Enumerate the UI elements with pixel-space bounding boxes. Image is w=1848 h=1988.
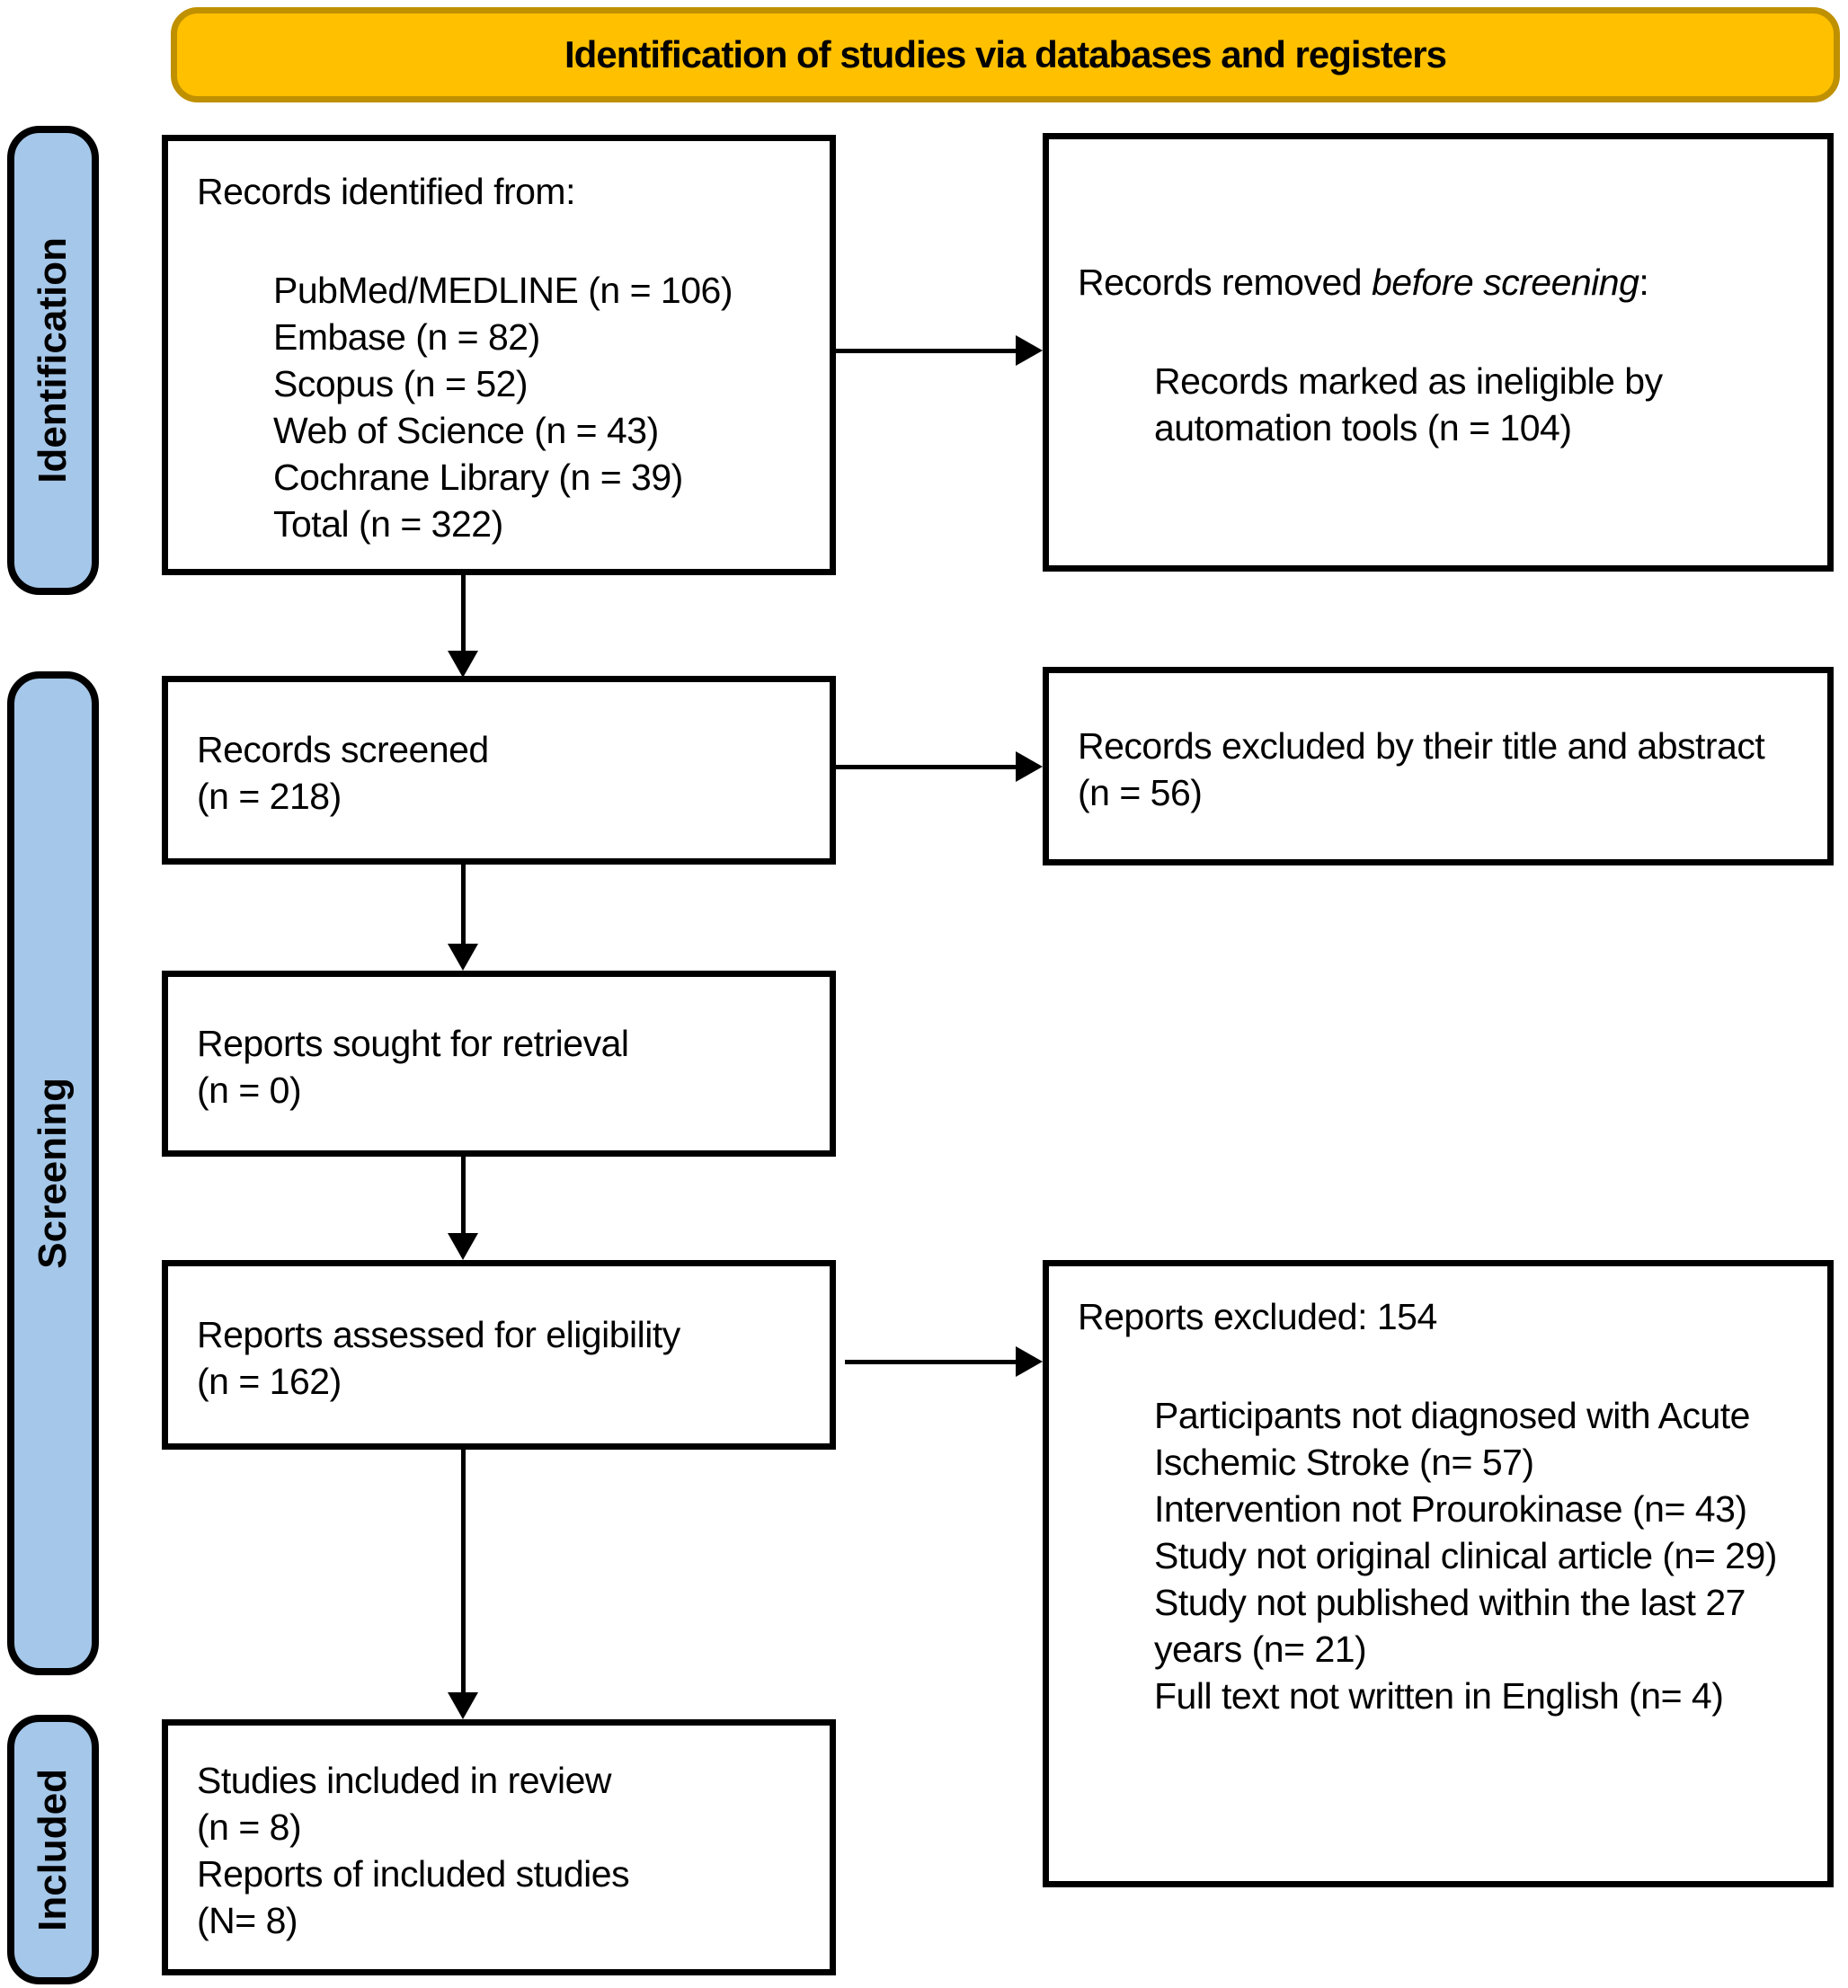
stage-bar-identification: Identification (7, 126, 99, 595)
arrow-line (461, 1157, 466, 1235)
studies-included-line1: Studies included in review (197, 1759, 612, 1801)
box-reports-sought: Reports sought for retrieval (n = 0) (162, 971, 836, 1157)
db-web-of-science: Web of Science (n = 43) (273, 410, 659, 451)
arrow-head-right-icon (1016, 751, 1043, 782)
box-studies-included: Studies included in review (n = 8) Repor… (162, 1719, 836, 1975)
box-records-screened: Records screened (n = 218) (162, 676, 836, 865)
box-records-excluded-content: Records excluded by their title and abst… (1049, 673, 1827, 859)
reports-sought-line1: Reports sought for retrieval (197, 1022, 629, 1064)
db-embase: Embase (n = 82) (273, 316, 540, 358)
stage-label-screening: Screening (31, 1078, 75, 1269)
arrow-head-down-icon (448, 651, 478, 678)
box-reports-excluded-content: Reports excluded: 154 Participants not d… (1049, 1266, 1827, 1881)
arrow-head-right-icon (1016, 1346, 1043, 1377)
box-reports-assessed-content: Reports assessed for eligibility (n = 16… (168, 1266, 830, 1443)
stage-label-included: Included (31, 1768, 75, 1931)
box-reports-assessed: Reports assessed for eligibility (n = 16… (162, 1260, 836, 1450)
arrow-line (845, 1360, 1017, 1364)
records-removed-list: Records marked as ineligible by automati… (1078, 358, 1806, 451)
records-removed-item: Records marked as ineligible by automati… (1154, 360, 1663, 448)
records-removed-suffix: : (1639, 262, 1649, 303)
arrow-line (461, 575, 466, 652)
records-identified-list: PubMed/MEDLINE (n = 106) Embase (n = 82)… (197, 267, 808, 547)
banner-title: Identification of studies via databases … (564, 33, 1447, 75)
banner-identification-of-studies: Identification of studies via databases … (171, 7, 1840, 102)
box-records-removed-content: Records removed before screening: Record… (1049, 139, 1827, 565)
excluded-reason-not-recent: Study not published within the last 27 y… (1154, 1582, 1746, 1670)
reports-assessed-line1: Reports assessed for eligibility (197, 1313, 680, 1355)
records-removed-italic: before screening (1371, 262, 1639, 303)
box-records-screened-content: Records screened (n = 218) (168, 682, 830, 858)
arrow-line (461, 865, 466, 945)
records-removed-prefix: Records removed (1078, 262, 1372, 303)
records-removed-title: Records removed before screening: (1078, 259, 1806, 306)
stage-bar-screening: Screening (7, 671, 99, 1675)
stage-label-identification: Identification (31, 237, 75, 484)
arrow-head-down-icon (448, 1233, 478, 1260)
excluded-reason-not-ais: Participants not diagnosed with Acute Is… (1154, 1395, 1751, 1483)
records-excluded-count: (n = 56) (1078, 771, 1203, 813)
records-screened-line1: Records screened (197, 729, 489, 770)
excluded-reason-not-original: Study not original clinical article (n= … (1154, 1535, 1777, 1576)
db-pubmed: PubMed/MEDLINE (n = 106) (273, 270, 733, 311)
studies-included-line2: (n = 8) (197, 1806, 302, 1848)
studies-included-line3: Reports of included studies (197, 1852, 630, 1895)
records-identified-title: Records identified from: (197, 171, 575, 212)
arrow-line (836, 765, 1017, 769)
reports-excluded-list: Participants not diagnosed with Acute Is… (1078, 1392, 1806, 1719)
box-reports-sought-content: Reports sought for retrieval (n = 0) (168, 977, 830, 1150)
studies-included-line4: (N= 8) (197, 1899, 298, 1941)
box-records-removed: Records removed before screening: Record… (1043, 133, 1834, 572)
db-cochrane: Cochrane Library (n = 39) (273, 457, 683, 498)
box-studies-included-content: Studies included in review (n = 8) Repor… (168, 1726, 830, 1969)
box-reports-excluded: Reports excluded: 154 Participants not d… (1043, 1260, 1834, 1887)
box-records-excluded-title-abstract: Records excluded by their title and abst… (1043, 667, 1834, 865)
arrow-head-down-icon (448, 1692, 478, 1719)
arrow-line (836, 349, 1017, 353)
db-scopus: Scopus (n = 52) (273, 363, 529, 404)
arrow-head-right-icon (1016, 335, 1043, 366)
reports-sought-line2: (n = 0) (197, 1069, 302, 1111)
reports-excluded-title: Reports excluded: 154 (1078, 1296, 1437, 1337)
records-screened-line2: (n = 218) (197, 776, 342, 817)
excluded-reason-not-english: Full text not written in English (n= 4) (1154, 1675, 1724, 1717)
excluded-reason-not-prourokinase: Intervention not Prourokinase (n= 43) (1154, 1488, 1747, 1530)
records-excluded-text: Records excluded by their title and abst… (1078, 724, 1765, 767)
arrow-head-down-icon (448, 944, 478, 971)
box-records-identified-content: Records identified from: PubMed/MEDLINE … (168, 141, 830, 569)
arrow-line (461, 1450, 466, 1694)
box-records-identified: Records identified from: PubMed/MEDLINE … (162, 135, 836, 575)
reports-assessed-line2: (n = 162) (197, 1360, 342, 1402)
db-total: Total (n = 322) (273, 503, 503, 545)
stage-bar-included: Included (7, 1715, 99, 1984)
